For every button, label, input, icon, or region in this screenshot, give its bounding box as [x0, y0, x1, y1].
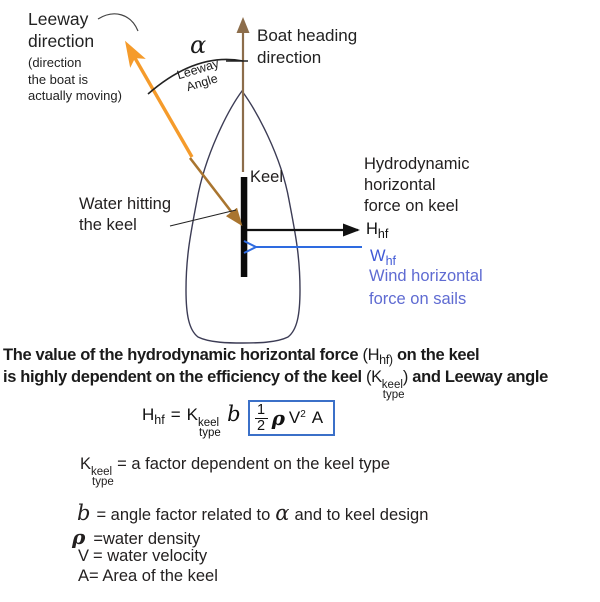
hydrodynamic-force-label: Hydrodynamic horizontal force on keel	[364, 155, 470, 215]
boat-hull-outline	[185, 89, 301, 344]
leeway-label-leader-line	[97, 13, 139, 32]
wind-force-label: Wind horizontal force on sails	[369, 267, 483, 308]
definition-area: A= Area of the keel	[78, 567, 218, 585]
whf-symbol-label: Whf	[370, 247, 397, 268]
formula-hhf: Hhf	[142, 405, 165, 427]
water-label-leader-line	[169, 209, 237, 227]
boat-heading-label: Boat heading direction	[257, 26, 358, 67]
leeway-direction-note2: the boat is	[28, 71, 88, 87]
equals-sign: =	[170, 405, 181, 424]
alpha-in-definition: α	[275, 501, 290, 525]
leeway-direction-arrow	[125, 40, 194, 158]
leeway-direction-line1: Leeway	[28, 9, 89, 29]
whf-subscript: hf	[385, 254, 397, 268]
water-hitting-label: Water hitting the keel	[79, 195, 172, 234]
leeway-angle-arc	[147, 58, 244, 95]
leeway-angle-alpha-symbol: α	[190, 31, 207, 59]
hhf-subscript: hf	[377, 227, 389, 241]
leeway-direction-note3: actually moving)	[28, 88, 122, 103]
definition-velocity: V= water velocity	[78, 547, 208, 565]
caption-line2: is highly dependent on the efficiency of…	[3, 368, 548, 401]
leeway-direction-line2: direction	[28, 31, 95, 51]
keel-bar	[240, 177, 248, 277]
caption-title: The value of the hydrodynamic horizontal…	[3, 344, 599, 401]
leeway-direction-label: Leeway direction (direction the boat is …	[28, 8, 122, 105]
hhf-symbol-label: Hhf	[366, 220, 389, 241]
formula-v-squared: V2	[288, 408, 306, 427]
leeway-direction-note1: (direction	[28, 55, 82, 70]
formula-b-factor: b	[227, 402, 241, 426]
caption-line1: The value of the hydrodynamic horizontal…	[3, 346, 480, 367]
formula-area: A	[311, 408, 324, 427]
water-hitting-arrow	[188, 157, 243, 227]
formula-rho: ρ	[271, 406, 285, 430]
keel-label: Keel	[250, 168, 284, 186]
definition-rho: ρ=water density	[72, 525, 201, 549]
